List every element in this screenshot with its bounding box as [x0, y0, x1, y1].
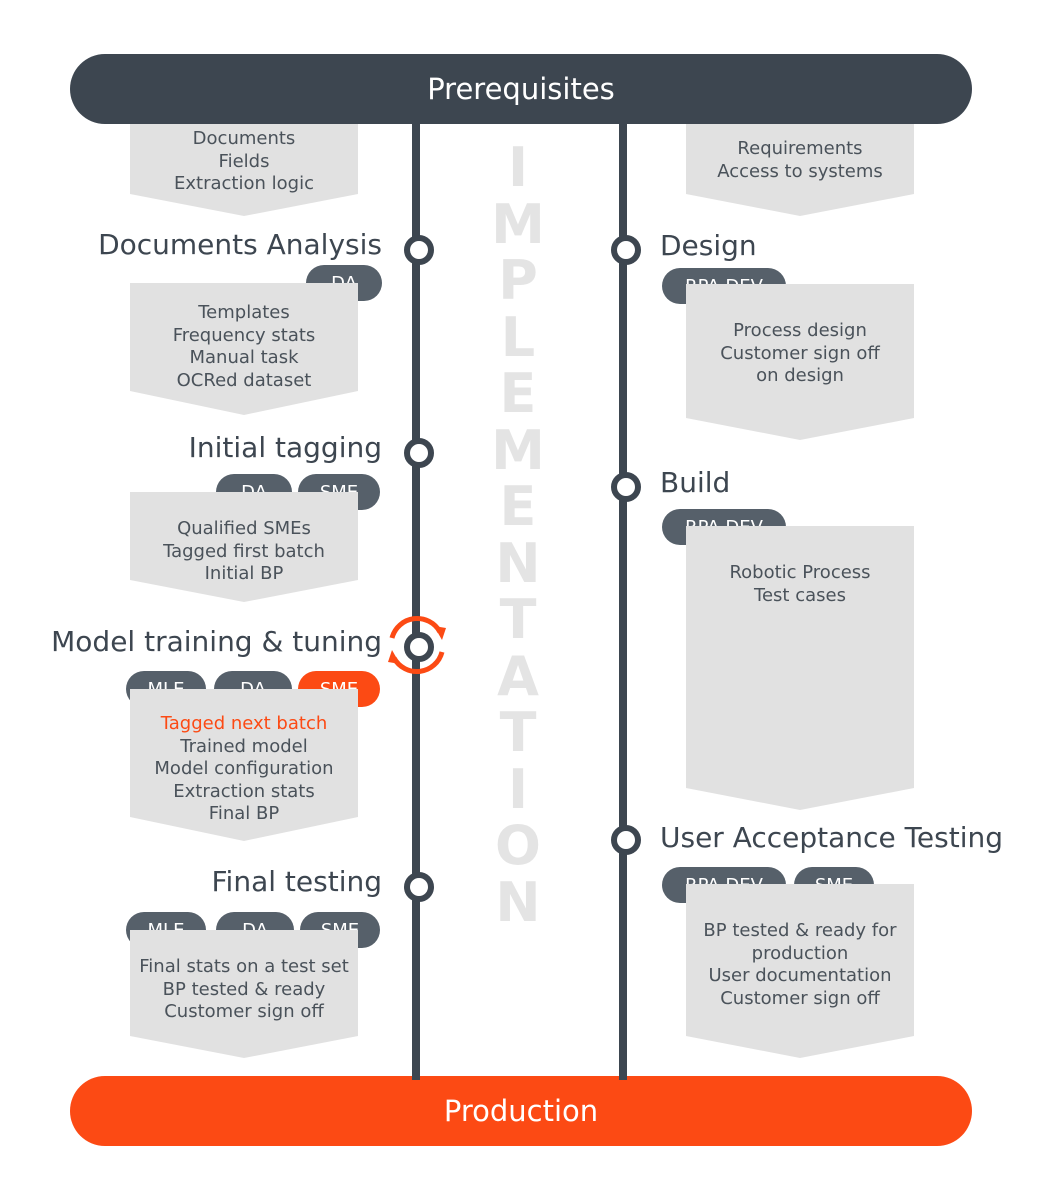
stage-node [404, 438, 434, 468]
deliverable-item: BP tested & ready for [703, 920, 897, 941]
deliverable-item: OCRed dataset [176, 369, 312, 391]
right-prereq-item: Requirements [737, 138, 863, 159]
implementation-letter: T [499, 588, 537, 651]
uat-box: BP tested & ready for production User do… [686, 884, 914, 1060]
model-training-box: Tagged next batch Trained model Model co… [130, 689, 358, 843]
stage-node [611, 472, 641, 502]
stage-title-uat: User Acceptance Testing [660, 821, 1004, 854]
stage-title-build: Build [660, 466, 731, 499]
implementation-letter: M [491, 418, 545, 482]
left-prereq-item: Fields [218, 150, 270, 172]
deliverable-item: Qualified SMEs [177, 518, 311, 539]
deliverable-item: Customer sign off [720, 342, 880, 364]
implementation-letter: E [499, 475, 537, 538]
deliverable-item: Templates [198, 302, 290, 323]
deliverable-item: production [751, 942, 849, 964]
prerequisites-bar: Prerequisites [70, 54, 972, 124]
deliverable-item: Final BP [208, 803, 280, 824]
implementation-letter: L [500, 305, 536, 369]
deliverable-item-highlight: Tagged next batch [160, 713, 328, 734]
stage-node [404, 235, 434, 265]
deliverable-item: Tagged first batch [163, 540, 325, 562]
right-prereq-box: Requirements Access to systems [686, 124, 914, 218]
deliverable-item: Model configuration [154, 758, 334, 779]
stage-node [404, 632, 434, 662]
stage-node [611, 825, 641, 855]
deliverable-item: Manual task [189, 347, 299, 368]
implementation-letter: N [495, 870, 541, 934]
deliverable-item: Robotic Process [729, 562, 871, 583]
deliverable-item: Customer sign off [720, 987, 880, 1009]
implementation-letter: I [507, 136, 529, 199]
left-prereq-item: Extraction logic [174, 173, 314, 194]
final-testing-box: Final stats on a test set BP tested & re… [130, 930, 358, 1060]
deliverable-item: BP tested & ready [162, 978, 326, 1000]
design-box: Process design Customer sign off on desi… [686, 284, 914, 442]
build-box: Robotic Process Test cases [686, 526, 914, 812]
right-track-line [619, 120, 627, 1080]
stage-node [404, 872, 434, 902]
left-track-line [412, 120, 420, 1080]
right-prereq-item: Access to systems [717, 160, 883, 182]
implementation-letter: N [495, 531, 541, 595]
left-prereq-box: Documents Fields Extraction logic [130, 124, 358, 218]
deliverable-item: Frequency stats [172, 324, 316, 346]
deliverable-item: Test cases [754, 584, 846, 606]
documents-analysis-box: Templates Frequency stats Manual task OC… [130, 283, 358, 417]
left-prereq-item: Documents [192, 128, 296, 149]
deliverable-item: Extraction stats [173, 780, 315, 802]
implementation-letter: O [495, 814, 541, 877]
deliverable-item: User documentation [708, 965, 892, 986]
implementation-letter: M [491, 192, 545, 256]
deliverable-item: on design [756, 365, 844, 386]
deliverable-item: Customer sign off [164, 1001, 324, 1022]
implementation-letter: P [498, 249, 538, 312]
stage-title-initial-tagging: Initial tagging [188, 431, 382, 464]
deliverable-item: Trained model [180, 735, 308, 757]
refresh-cycle-icon [388, 615, 446, 675]
stage-title-documents-analysis: Documents Analysis [98, 228, 382, 261]
implementation-letter: E [499, 362, 537, 425]
implementation-letter: A [497, 644, 539, 708]
stage-title-final-testing: Final testing [211, 865, 382, 898]
implementation-vertical-word: I M P L E M E N T A T I O N [491, 136, 545, 934]
stage-node [611, 235, 641, 265]
stage-title-model-training: Model training & tuning [51, 625, 382, 658]
stage-title-design: Design [660, 229, 757, 262]
production-bar: Production [70, 1076, 972, 1146]
implementation-letter: I [507, 757, 529, 821]
deliverable-item: Final stats on a test set [139, 956, 349, 977]
implementation-letter: T [499, 701, 537, 764]
deliverable-item: Initial BP [204, 563, 284, 584]
initial-tagging-box: Qualified SMEs Tagged first batch Initia… [130, 492, 358, 604]
deliverable-item: Process design [733, 320, 867, 341]
